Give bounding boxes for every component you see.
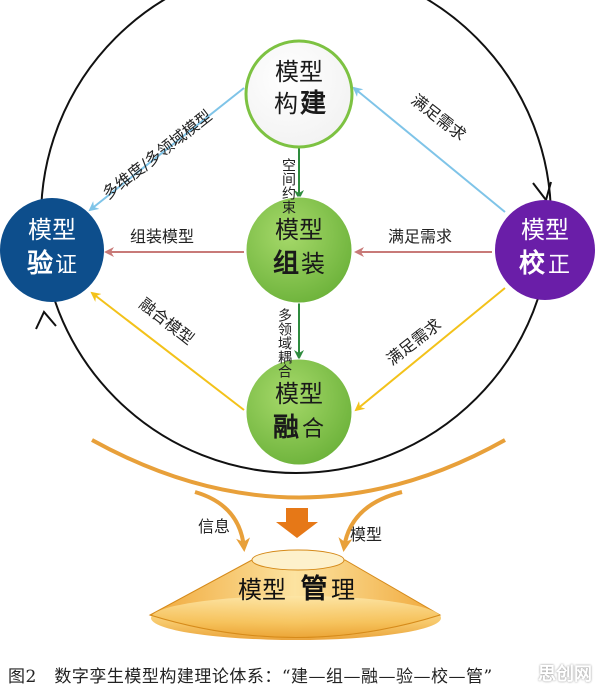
arrow-info-to-manage (194, 490, 251, 552)
label-build-to-assemble: 空间约束 (280, 158, 296, 214)
node-verify: 模型 验 证 (0, 198, 104, 302)
arrow-calibrate-to-fuse (354, 287, 506, 412)
node-calibrate-line2b: 正 (548, 253, 570, 278)
node-manage-part2: 管 (301, 574, 328, 605)
node-verify-line1: 模型 (28, 216, 76, 244)
label-calibrate-to-fuse: 满足需求 (383, 315, 445, 369)
node-calibrate-line1: 模型 (521, 216, 569, 244)
label-info: 信息 (198, 517, 230, 536)
node-assemble-line2a: 组 (273, 248, 299, 279)
node-fuse-line1: 模型 (275, 380, 323, 408)
node-build-line2a: 构 (274, 90, 298, 118)
node-fuse-line2b: 合 (302, 417, 324, 442)
arrow-fuse-to-verify (90, 291, 245, 411)
node-build-line2b: 建 (300, 89, 326, 119)
node-assemble-line2b: 装 (301, 250, 325, 278)
node-manage-part1: 模型 (238, 576, 286, 604)
label-calibrate-to-build: 满足需求 (408, 90, 470, 144)
node-calibrate: 模型 校 正 (495, 200, 595, 300)
label-assemble-to-verify: 组装模型 (130, 227, 194, 246)
watermark-logo: 思创网 (538, 664, 592, 685)
node-manage: 模型 管 理 (148, 549, 442, 640)
node-fuse: 模型 融 合 (245, 358, 353, 466)
arrow-build-to-verify (88, 87, 245, 212)
node-manage-part3: 理 (331, 576, 355, 604)
label-model: 模型 (350, 525, 382, 544)
label-build-to-verify: 多维度/多领域模型 (99, 106, 216, 203)
figure-caption: 图2 数字孪生模型构建理论体系：“建—组—融—验—校—管” (8, 667, 493, 687)
node-verify-line2a: 验 (27, 248, 53, 279)
cycle-arrowhead-right (532, 181, 552, 203)
label-fuse-to-verify: 融合模型 (136, 294, 198, 348)
arrow-calibrate-to-build (352, 86, 506, 213)
orange-arc (91, 438, 506, 500)
node-build: 模型 构 建 (244, 39, 354, 149)
node-assemble-line1: 模型 (275, 216, 323, 244)
arrow-model-to-manage (338, 490, 403, 552)
node-calibrate-line2a: 校 (519, 248, 546, 279)
node-fuse-line2a: 融 (273, 413, 299, 443)
node-verify-line2b: 证 (55, 253, 77, 278)
down-arrow-icon (276, 508, 318, 538)
node-assemble: 模型 组 装 (245, 196, 353, 304)
label-assemble-to-fuse: 多领域耦合 (276, 307, 292, 378)
cycle-arrowhead-left (35, 310, 57, 330)
label-calibrate-to-assemble: 满足需求 (388, 227, 452, 246)
node-build-line1: 模型 (275, 58, 323, 86)
